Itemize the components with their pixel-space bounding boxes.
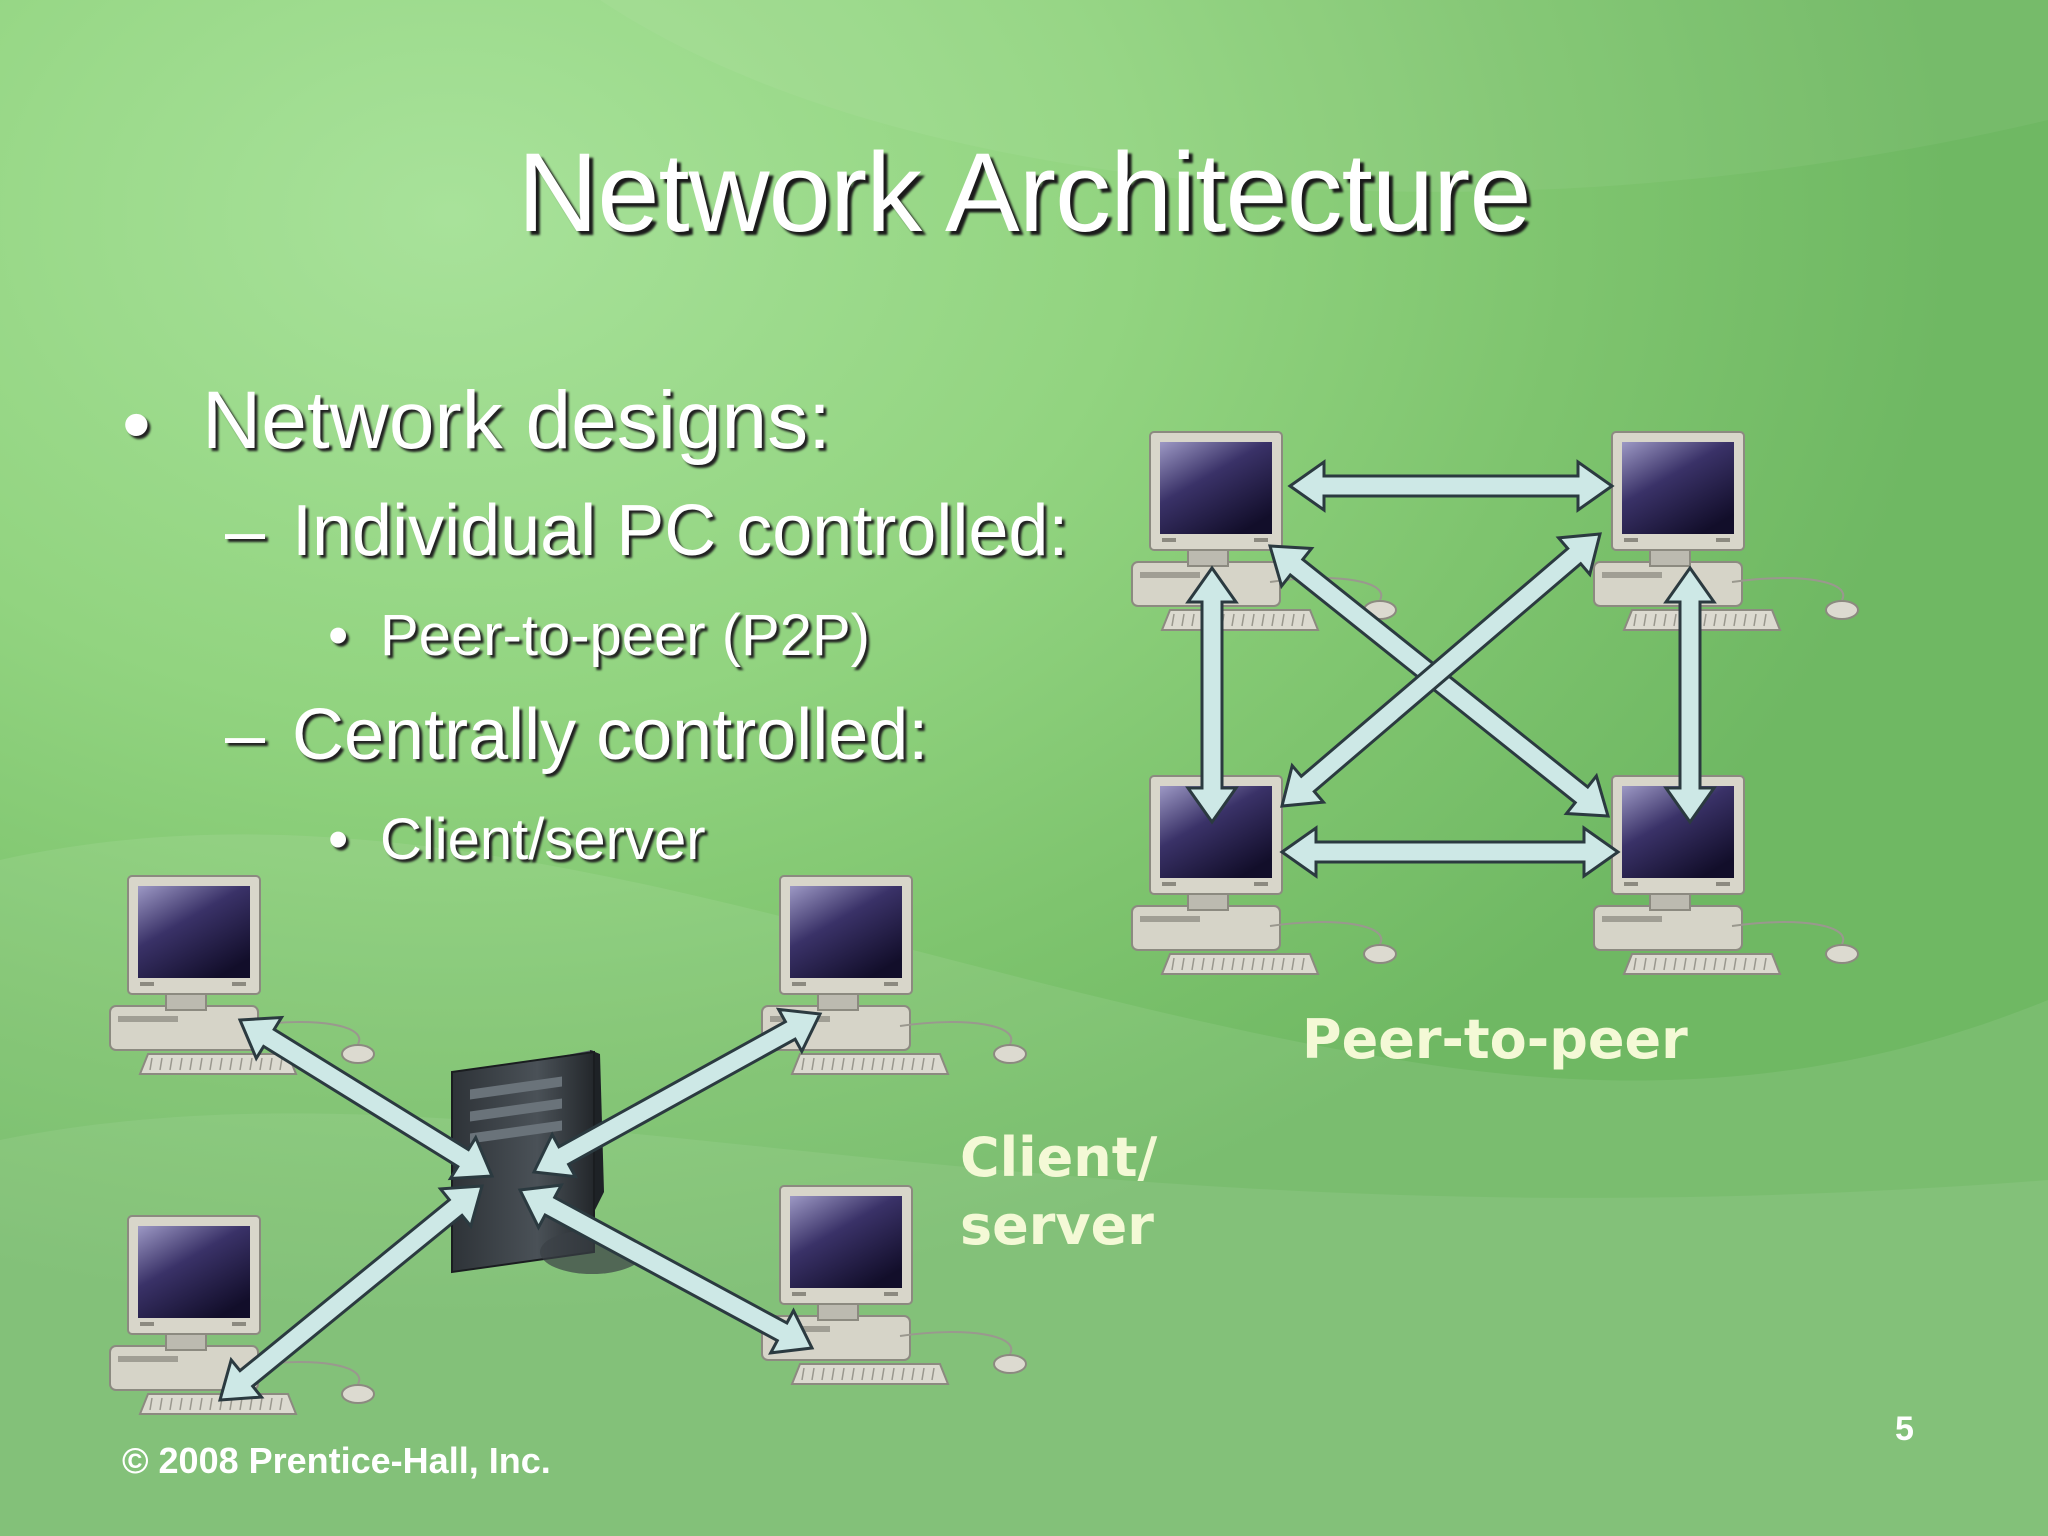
page-number: 5 — [1895, 1410, 1914, 1448]
p2p-computer-bottom-right-icon — [1593, 775, 1859, 975]
p2p-arrow-top — [1287, 459, 1615, 513]
label-peer-to-peer: Peer-to-peer — [1302, 1008, 1688, 1071]
bullet-individual-pc: Individual PC controlled: — [292, 491, 1069, 571]
client-computer-bottom-left-icon — [109, 1215, 375, 1415]
dash-marker: – — [225, 491, 266, 571]
slide-title: Network Architecture — [517, 130, 1531, 255]
bullet-centrally-controlled: Centrally controlled: — [292, 695, 929, 775]
bullet-marker: • — [328, 603, 349, 668]
label-client-server-line2: server — [960, 1194, 1154, 1257]
cs-arrow-top-right — [531, 1007, 823, 1179]
cs-arrow-top-left — [237, 1015, 495, 1181]
bullet-marker: • — [328, 807, 349, 872]
p2p-arrow-left — [1185, 565, 1239, 825]
bullet-client-server: Client/server — [380, 807, 706, 872]
bullet-network-designs: Network designs: — [202, 375, 831, 466]
cs-arrow-bottom-right — [517, 1183, 815, 1355]
label-client-server-line1: Client/ — [960, 1126, 1158, 1189]
bullet-marker: • — [122, 379, 151, 470]
cs-arrow-bottom-left — [217, 1184, 485, 1402]
copyright-footer: © 2008 Prentice-Hall, Inc. — [122, 1440, 551, 1481]
bullet-peer-to-peer: Peer-to-peer (P2P) — [380, 603, 870, 668]
client-computer-top-left-icon — [109, 875, 375, 1075]
p2p-arrow-diagonal-up — [1280, 532, 1602, 808]
p2p-computer-top-right-icon — [1593, 431, 1859, 631]
dash-marker: – — [225, 695, 266, 775]
p2p-arrow-right — [1663, 565, 1717, 825]
p2p-arrow-bottom — [1279, 825, 1621, 879]
p2p-computer-bottom-left-icon — [1131, 775, 1397, 975]
